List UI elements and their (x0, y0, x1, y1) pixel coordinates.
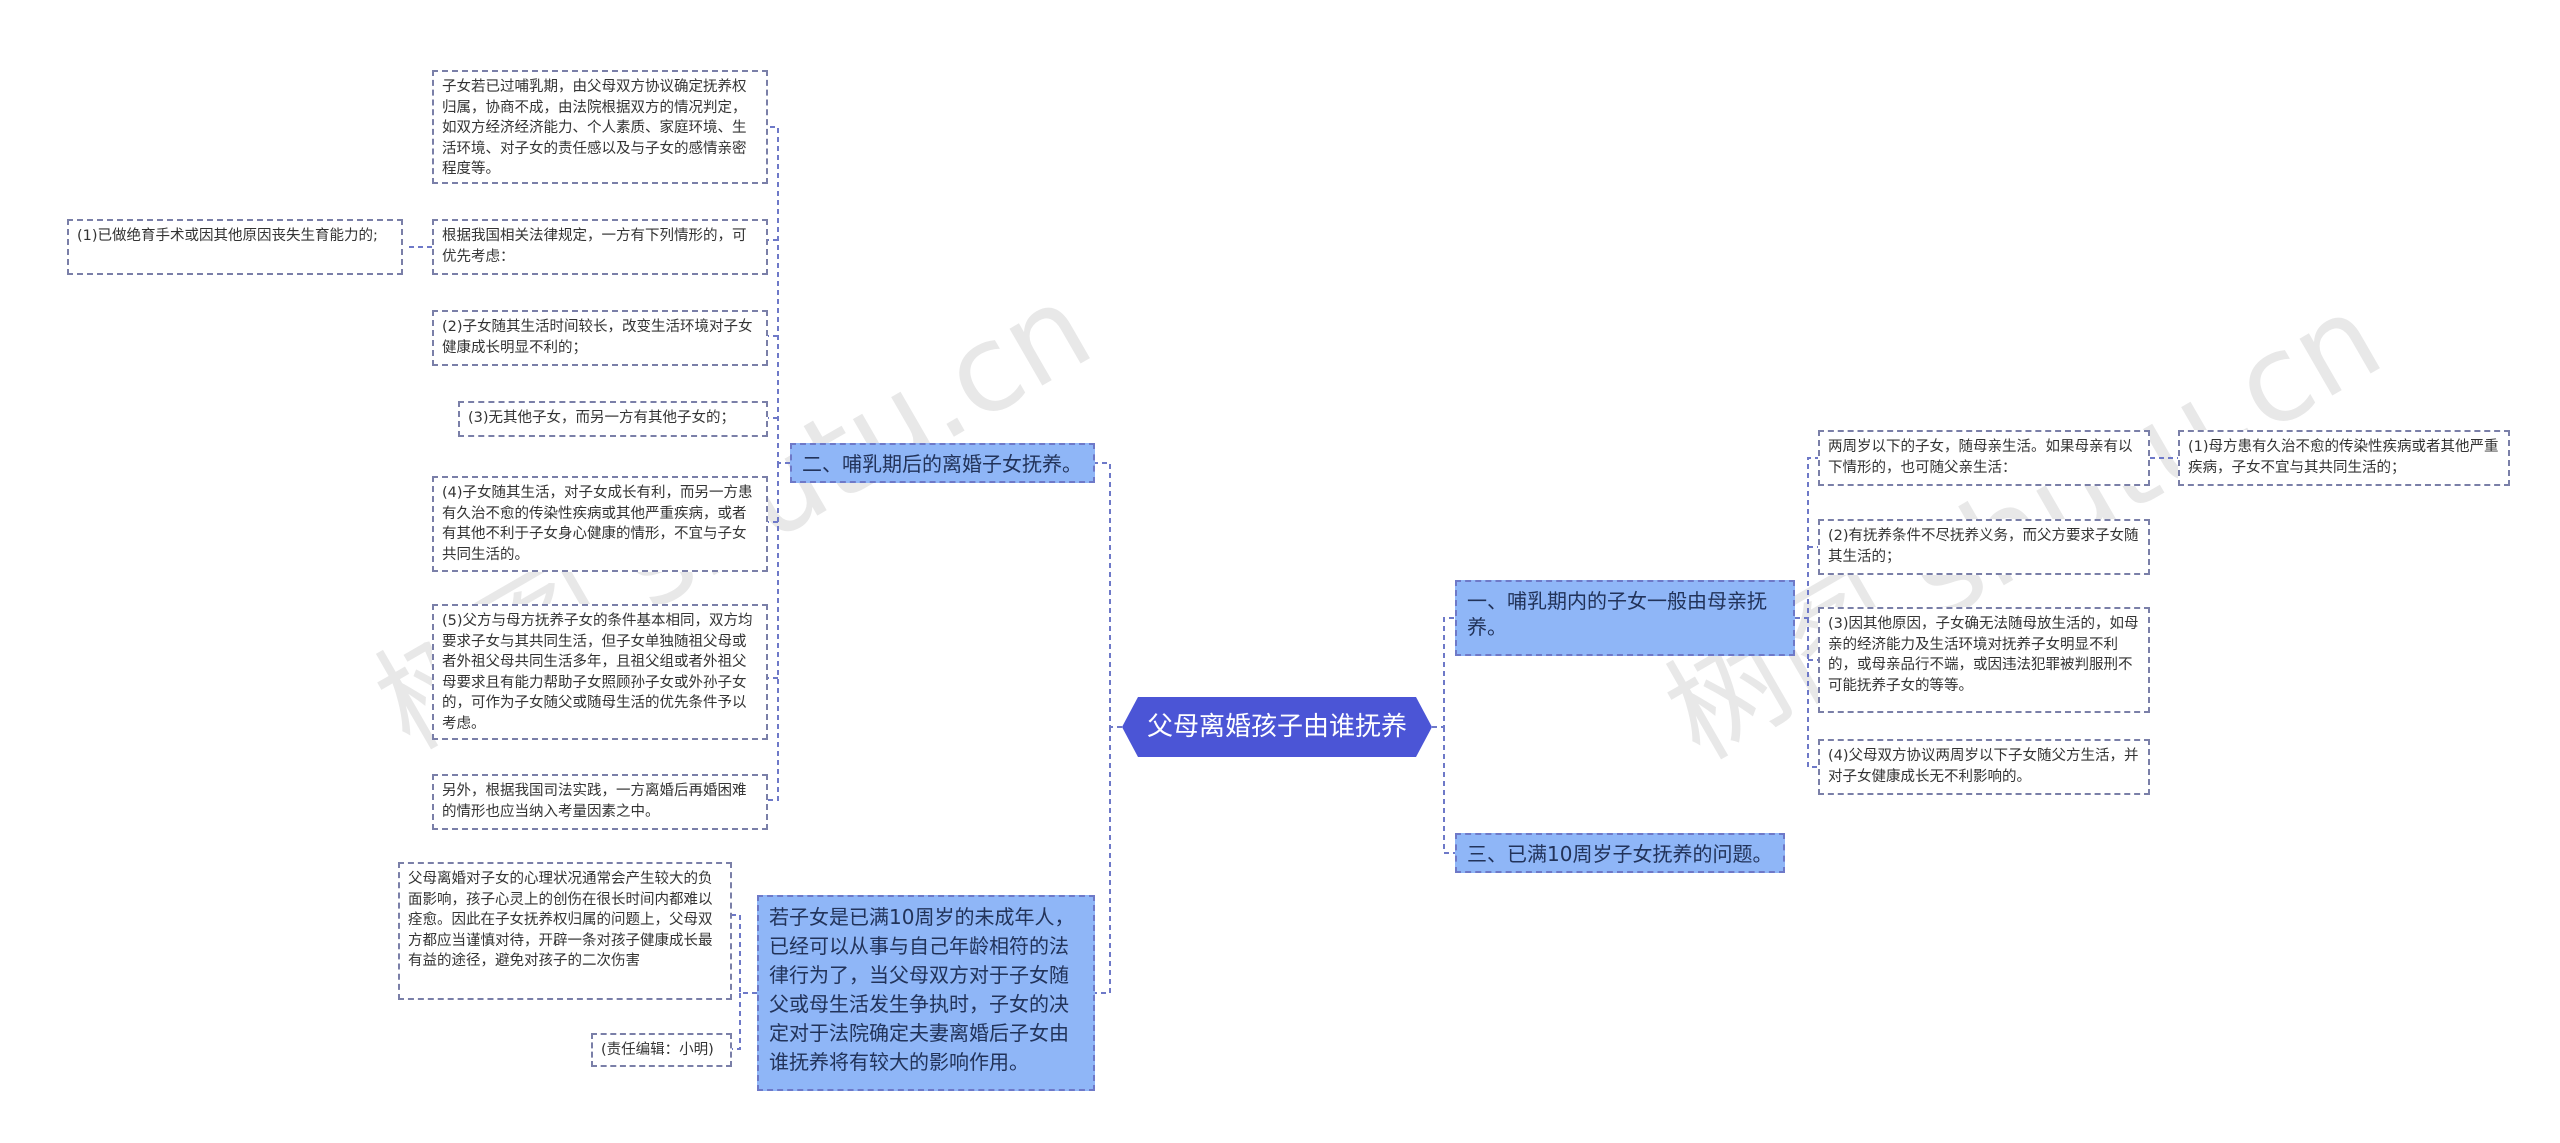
leaf-agreement[interactable]: 子女若已过哺乳期，由父母双方协议确定抚养权归属，协商不成，由法院根据双方的情况判… (432, 70, 768, 184)
branch-breastfeeding[interactable]: 一、哺乳期内的子女一般由母亲抚养。 (1455, 580, 1795, 656)
leaf-other-reasons[interactable]: (3)因其他原因，子女确无法随母放生活的，如母亲的经济能力及生活环境对抚养子女明… (1818, 607, 2150, 713)
leaf-under-two[interactable]: 两周岁以下的子女，随母亲生活。如果母亲有以下情形的，也可随父亲生活： (1818, 430, 2150, 486)
leaf-psychological-impact[interactable]: 父母离婚对子女的心理状况通常会产生较大的负面影响，孩子心灵上的创伤在很长时间内都… (398, 862, 732, 1000)
leaf-long-life-together[interactable]: (2)子女随其生活时间较长，改变生活环境对子女健康成长明显不利的； (432, 310, 768, 366)
leaf-mother-disease[interactable]: (1)母方患有久治不愈的传染性疾病或者其他严重疾病，子女不宜与其共同生活的； (2178, 430, 2510, 486)
branch-over-ten-paragraph[interactable]: 若子女是已满10周岁的未成年人，已经可以从事与自己年龄相符的法律行为了，当父母双… (757, 895, 1095, 1091)
leaf-not-fulfilling[interactable]: (2)有抚养条件不尽抚养义务，而父方要求子女随其生活的； (1818, 519, 2150, 575)
leaf-no-other-children[interactable]: (3)无其他子女，而另一方有其他子女的； (458, 401, 768, 437)
leaf-remarriage[interactable]: 另外，根据我国司法实践，一方离婚后再婚困难的情形也应当纳入考量因素之中。 (432, 774, 768, 830)
leaf-law-preference[interactable]: 根据我国相关法律规定，一方有下列情形的，可优先考虑： (432, 219, 768, 275)
leaf-beneficial-growth[interactable]: (4)子女随其生活，对子女成长有利，而另一方患有久治不愈的传染性疾病或其他严重疾… (432, 476, 768, 572)
leaf-grandparents[interactable]: (5)父方与母方抚养子女的条件基本相同，双方均要求子女与其共同生活，但子女单独随… (432, 604, 768, 740)
branch-over-ten[interactable]: 三、已满10周岁子女抚养的问题。 (1455, 833, 1785, 873)
root-topic[interactable]: 父母离婚孩子由谁抚养 (1122, 697, 1432, 757)
branch-after-breastfeeding[interactable]: 二、哺乳期后的离婚子女抚养。 (790, 443, 1095, 483)
leaf-agreement-father[interactable]: (4)父母双方协议两周岁以下子女随父方生活，并对子女健康成长无不利影响的。 (1818, 739, 2150, 795)
leaf-editor[interactable]: (责任编辑：小明) (591, 1033, 732, 1067)
leaf-sterilization[interactable]: (1)已做绝育手术或因其他原因丧失生育能力的; (67, 219, 403, 275)
